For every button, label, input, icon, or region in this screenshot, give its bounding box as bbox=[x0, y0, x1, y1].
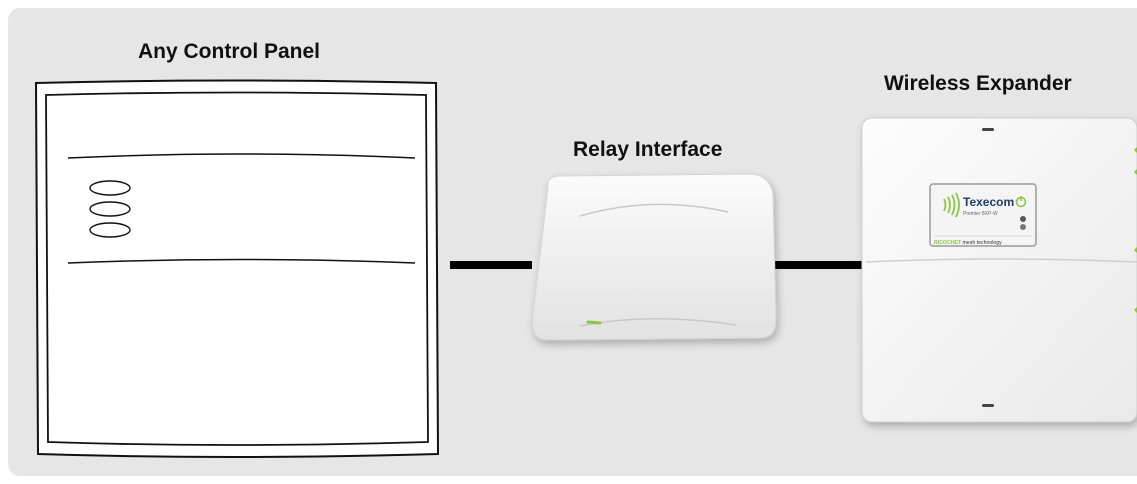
expander-indicator bbox=[1020, 216, 1026, 222]
expander-brand: Texecom bbox=[963, 195, 1014, 209]
panel-led-1 bbox=[89, 180, 131, 196]
wireless-expander-device: Texecom Premier 8XP-W RICOCHET mesh tech… bbox=[861, 117, 1137, 423]
relay-interface-label: Relay Interface bbox=[573, 138, 723, 161]
expander-model: Premier 8XP-W bbox=[963, 211, 998, 217]
bottom-screw bbox=[982, 404, 994, 407]
status-led-icon bbox=[586, 320, 602, 325]
expander-indicator-2 bbox=[1020, 224, 1026, 230]
panel-lower-line bbox=[67, 258, 416, 264]
wireless-expander-label: Wireless Expander bbox=[884, 72, 1072, 95]
power-icon bbox=[1015, 196, 1027, 208]
control-panel-label: Any Control Panel bbox=[138, 40, 321, 63]
cable-relay-to-expander bbox=[775, 261, 865, 269]
wireless-waves-icon bbox=[943, 192, 960, 218]
expander-tagline: RICOCHET mesh technology bbox=[934, 240, 1002, 246]
cable-panel-to-relay bbox=[450, 261, 532, 269]
relay-interface-device bbox=[531, 173, 777, 341]
panel-led-3 bbox=[89, 222, 131, 238]
control-panel-box bbox=[34, 79, 440, 458]
top-screw bbox=[982, 128, 994, 131]
expander-display-window bbox=[929, 183, 1037, 247]
panel-upper-line bbox=[67, 153, 416, 159]
panel-led-2 bbox=[89, 201, 131, 217]
